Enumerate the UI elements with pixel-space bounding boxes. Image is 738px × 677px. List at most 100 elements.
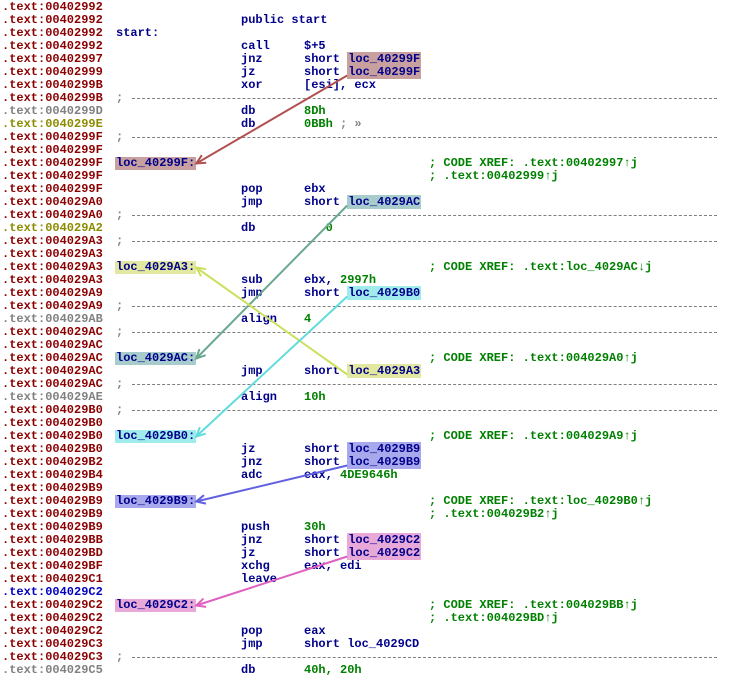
address: .text:0040299F: [2, 182, 103, 196]
operand-label-ref[interactable]: loc_40299F: [347, 65, 422, 79]
listing-row[interactable]: .text:004029A3;: [0, 235, 738, 248]
separator-line: [132, 241, 717, 242]
operand-label-ref[interactable]: loc_4029AC: [347, 195, 422, 209]
listing-row[interactable]: .text:00402992: [0, 1, 738, 14]
listing-row[interactable]: .text:004029B9; .text:004029B2↑j: [0, 508, 738, 521]
listing-row[interactable]: .text:004029AC;: [0, 326, 738, 339]
separator-line: [132, 410, 717, 411]
address: .text:0040299B: [2, 91, 103, 105]
address: .text:004029B2: [2, 455, 103, 469]
listing-row[interactable]: .text:004029A9;: [0, 300, 738, 313]
operand-text: eax: [304, 624, 326, 638]
listing-row[interactable]: .text:004029B0: [0, 417, 738, 430]
address: .text:004029C3: [2, 650, 103, 664]
operand: short loc_4029B9: [304, 442, 422, 456]
operand-label-ref[interactable]: loc_4029A3: [347, 364, 422, 378]
address: .text:004029B0: [2, 442, 103, 456]
listing-row[interactable]: .text:004029B0;: [0, 404, 738, 417]
code-label[interactable]: start:: [116, 26, 160, 40]
code-label[interactable]: loc_4029AC:: [115, 351, 197, 365]
operand-label-ref[interactable]: loc_4029B0: [347, 286, 422, 300]
address: .text:00402992: [2, 0, 103, 14]
listing-row[interactable]: .text:004029A3: [0, 248, 738, 261]
operand: eax: [304, 625, 326, 638]
listing-row[interactable]: .text:00402992 start:: [0, 27, 738, 40]
operand-text: ebx,: [304, 273, 341, 287]
operand-number: 4DE9646h: [340, 468, 398, 482]
address: .text:0040299B: [2, 78, 103, 92]
code-label[interactable]: loc_40299F:: [115, 156, 197, 170]
address: .text:0040299D: [2, 104, 103, 118]
listing-row[interactable]: .text:004029AC;: [0, 378, 738, 391]
mnemonic: db: [241, 221, 256, 235]
listing-row[interactable]: .text:0040299B;: [0, 92, 738, 105]
mnemonic: xor: [241, 78, 263, 92]
listing-row[interactable]: .text:0040299F;: [0, 131, 738, 144]
separator-line: [132, 215, 717, 216]
xref-comment: ; .text:004029BD↑j: [429, 611, 559, 625]
listing-row[interactable]: .text:004029A0;: [0, 209, 738, 222]
operand-label-ref[interactable]: loc_4029B9: [347, 455, 422, 469]
address: .text:004029C2: [2, 611, 103, 625]
operand-label-ref[interactable]: loc_40299F: [347, 52, 422, 66]
operand-label-ref[interactable]: loc_4029B9: [347, 442, 422, 456]
listing-row[interactable]: .text:004029C3;: [0, 651, 738, 664]
mnemonic: jmp: [241, 637, 263, 651]
code-label[interactable]: loc_4029B0:: [115, 429, 197, 443]
operand-label-ref[interactable]: loc_4029C2: [347, 533, 422, 547]
code-label[interactable]: loc_4029C2:: [115, 598, 197, 612]
operand-label-ref[interactable]: loc_4029C2: [347, 546, 422, 560]
listing-row[interactable]: .text:004029C2: [0, 586, 738, 599]
operand: eax, edi: [304, 560, 362, 573]
listing-row[interactable]: .text:004029B9: [0, 482, 738, 495]
operand-text: short: [304, 533, 348, 547]
xref-comment: ; CODE XREF: .text:004029A0↑j: [429, 351, 638, 365]
mnemonic: db: [241, 117, 256, 131]
operand-text: short loc_4029CD: [304, 637, 420, 651]
address: .text:004029B4: [2, 468, 103, 482]
address: .text:004029BB: [2, 533, 103, 547]
listing-row[interactable]: .text:004029AC: [0, 339, 738, 352]
listing-row[interactable]: .text:004029C2 ; .text:004029BD↑j: [0, 612, 738, 625]
operand-text: short: [304, 52, 348, 66]
code-label[interactable]: loc_4029A3:: [115, 260, 197, 274]
mnemonic: call: [241, 39, 270, 53]
address: .text:0040299F: [2, 130, 103, 144]
address: .text:00402992: [2, 26, 103, 40]
inline-comment: ; »: [332, 117, 362, 131]
code-label[interactable]: loc_4029B9:: [115, 494, 197, 508]
listing-row[interactable]: .text:0040299F; .text:00402999↑j: [0, 170, 738, 183]
separator-comment: ;: [116, 91, 124, 105]
listing-row[interactable]: .text:0040299F: [0, 144, 738, 157]
